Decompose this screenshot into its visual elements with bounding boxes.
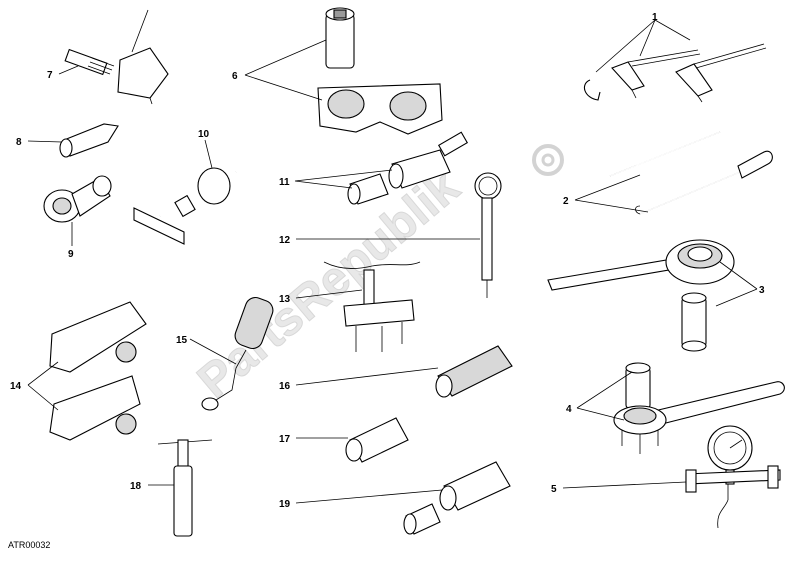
leader-lines [27, 19, 758, 504]
tool-11-sockets [347, 131, 469, 205]
item-number-15: 15 [176, 335, 188, 346]
tool-17-sleeve [345, 417, 409, 463]
tool-7-puller [64, 9, 169, 105]
item-number-17: 17 [279, 434, 291, 445]
tool-12-dial-gauge [474, 172, 502, 298]
item-number-12: 12 [279, 235, 291, 246]
tool-19-sleeves [403, 461, 511, 535]
item-number-8: 8 [16, 137, 22, 148]
tool-14-flywheel-holders [49, 301, 147, 441]
tool-3-ring-nut-wrench [547, 239, 735, 352]
item-number-4: 4 [566, 404, 572, 415]
tool-10-slide-hammer [133, 167, 237, 245]
item-number-7: 7 [47, 70, 53, 81]
tool-8-bullet-sleeve [59, 123, 119, 158]
watermark-text: PartsRepublik [188, 160, 470, 408]
item-number-9: 9 [68, 249, 74, 260]
item-numbers: 1 2 3 4 5 6 7 8 9 10 11 12 13 14 15 16 1… [10, 12, 765, 510]
tool-6-double-socket-plate [317, 7, 443, 135]
item-number-1: 1 [652, 12, 658, 23]
item-number-10: 10 [198, 129, 210, 140]
tool-13-puller-plate [323, 261, 421, 352]
tool-18-t-wrench [157, 439, 213, 537]
tool-9-socket-adapter [43, 175, 112, 223]
item-number-19: 19 [279, 499, 291, 510]
item-number-18: 18 [130, 481, 142, 492]
item-number-3: 3 [759, 285, 765, 296]
item-number-16: 16 [279, 381, 291, 392]
drawing-code: ATR00032 [8, 540, 50, 550]
item-number-6: 6 [232, 71, 238, 82]
tool-16-knurled-sleeve [435, 345, 513, 398]
tool-1-pin-wrenches [583, 43, 767, 103]
item-number-11: 11 [279, 177, 290, 188]
tool-15-hooked-tool [201, 296, 274, 411]
tool-4-wrench-socket [613, 362, 785, 454]
item-number-13: 13 [279, 294, 291, 305]
tool-5-dial-gauge-support [685, 425, 781, 529]
tool-2-rods [609, 131, 773, 215]
item-number-14: 14 [10, 381, 22, 392]
item-number-5: 5 [551, 484, 557, 495]
watermark-gear-icon [532, 144, 564, 176]
item-number-2: 2 [563, 196, 569, 207]
